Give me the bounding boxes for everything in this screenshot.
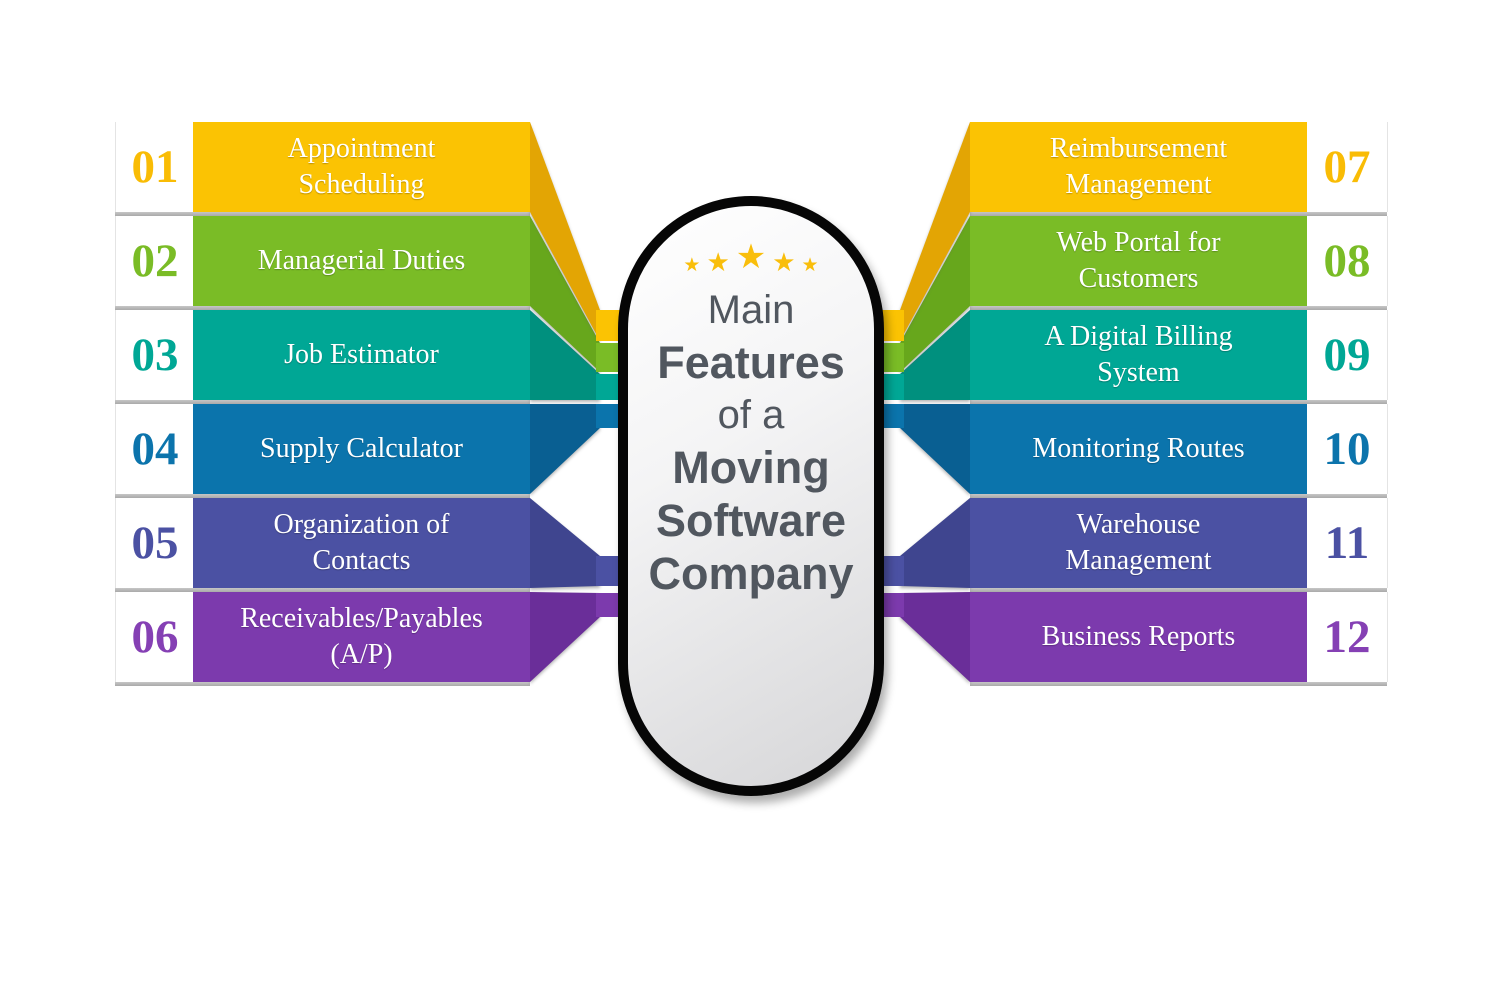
feature-label: Receivables/Payables (A/P) bbox=[240, 603, 483, 670]
feature-bar: Business Reports bbox=[970, 592, 1307, 682]
feature-label: Monitoring Routes bbox=[1032, 433, 1245, 465]
number-box: 06 bbox=[115, 592, 194, 682]
number-box: 05 bbox=[115, 498, 194, 588]
item-number: 09 bbox=[1323, 328, 1371, 381]
row-separator bbox=[115, 682, 530, 686]
item-number: 03 bbox=[131, 328, 179, 381]
title-line: Features bbox=[657, 337, 845, 388]
item-number: 05 bbox=[131, 516, 179, 569]
feature-bar: Supply Calculator bbox=[193, 404, 530, 494]
feature-bar: Web Portal for Customers bbox=[970, 216, 1307, 306]
row-separator bbox=[970, 306, 1387, 310]
number-box: 07 bbox=[1307, 122, 1388, 212]
feature-bar: Organization of Contacts bbox=[193, 498, 530, 588]
five-star-rating: ★ ★ ★ ★ ★ bbox=[683, 238, 819, 277]
item-number: 08 bbox=[1323, 234, 1371, 287]
item-number: 11 bbox=[1324, 516, 1370, 569]
number-box: 12 bbox=[1307, 592, 1388, 682]
feature-label: Organization of Contacts bbox=[273, 509, 450, 576]
number-box: 04 bbox=[115, 404, 194, 494]
item-number: 02 bbox=[131, 234, 179, 287]
star-icon: ★ bbox=[801, 254, 819, 276]
item-number: 10 bbox=[1323, 422, 1371, 475]
feature-bar: Appointment Scheduling bbox=[193, 122, 530, 212]
item-number: 07 bbox=[1323, 140, 1371, 193]
feature-label: Reimbursement Management bbox=[1049, 133, 1228, 200]
row-separator bbox=[115, 588, 530, 592]
row-separator bbox=[970, 494, 1387, 498]
item-number: 06 bbox=[131, 610, 179, 663]
number-box: 10 bbox=[1307, 404, 1388, 494]
number-box: 02 bbox=[115, 216, 194, 306]
row-separator bbox=[115, 306, 530, 310]
capsule-title: Main Features of a Moving Software Compa… bbox=[648, 284, 853, 600]
star-icon: ★ bbox=[683, 254, 701, 276]
row-separator bbox=[970, 212, 1387, 216]
number-box: 01 bbox=[115, 122, 194, 212]
row-separator bbox=[970, 400, 1387, 404]
feature-bar: Job Estimator bbox=[193, 310, 530, 400]
number-box: 11 bbox=[1307, 498, 1388, 588]
item-number: 01 bbox=[131, 140, 179, 193]
feature-label: Supply Calculator bbox=[260, 433, 463, 465]
feature-bar: Managerial Duties bbox=[193, 216, 530, 306]
item-number: 12 bbox=[1323, 610, 1371, 663]
feature-label: A Digital Billing System bbox=[1044, 321, 1233, 388]
feature-bar: Reimbursement Management bbox=[970, 122, 1307, 212]
title-line: Software bbox=[655, 495, 847, 546]
title-line: Main bbox=[707, 288, 795, 332]
number-box: 03 bbox=[115, 310, 194, 400]
row-separator bbox=[115, 400, 530, 404]
item-number: 04 bbox=[131, 422, 179, 475]
feature-label: Managerial Duties bbox=[257, 245, 466, 277]
feature-label: Appointment Scheduling bbox=[287, 133, 436, 200]
feature-bar: Monitoring Routes bbox=[970, 404, 1307, 494]
row-separator bbox=[115, 212, 530, 216]
star-icon: ★ bbox=[706, 247, 730, 277]
row-separator bbox=[970, 682, 1387, 686]
title-line: of a bbox=[717, 393, 785, 437]
row-separator bbox=[970, 588, 1387, 592]
feature-bar: Warehouse Management bbox=[970, 498, 1307, 588]
star-icon: ★ bbox=[772, 247, 796, 277]
number-box: 09 bbox=[1307, 310, 1388, 400]
title-line: Company bbox=[648, 548, 854, 599]
star-icon: ★ bbox=[735, 239, 767, 277]
row-separator bbox=[115, 494, 530, 498]
central-capsule: ★ ★ ★ ★ ★ Main Features of a Moving Soft… bbox=[618, 196, 884, 796]
number-box: 08 bbox=[1307, 216, 1388, 306]
feature-label: Business Reports bbox=[1041, 621, 1236, 653]
feature-label: Job Estimator bbox=[284, 339, 439, 371]
feature-label: Warehouse Management bbox=[1065, 509, 1212, 576]
feature-bar: Receivables/Payables (A/P) bbox=[193, 592, 530, 682]
feature-label: Web Portal for Customers bbox=[1056, 227, 1221, 294]
feature-bar: A Digital Billing System bbox=[970, 310, 1307, 400]
title-line: Moving bbox=[672, 442, 830, 493]
